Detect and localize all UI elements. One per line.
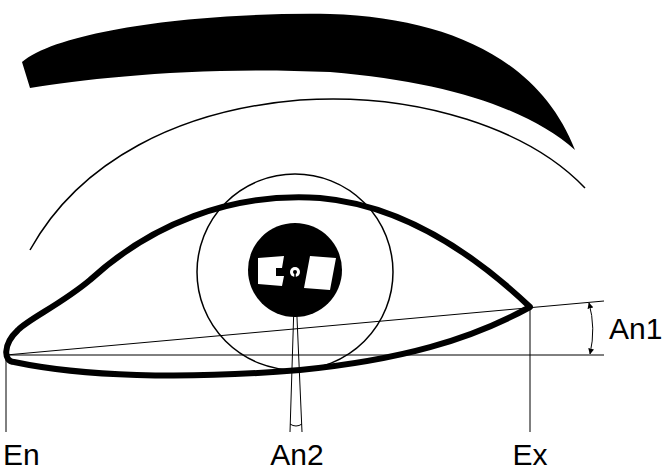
point-label: En [3,438,40,472]
angle-arc [290,424,302,426]
point-label: Ex [512,438,547,472]
pupil [248,223,342,317]
eyebrow [22,14,575,150]
angle-arc [589,303,593,354]
point-label: An1 [609,312,662,346]
exocanthion-line [530,307,531,432]
angle-line [290,272,295,432]
point-label: An2 [270,438,323,472]
eye-outline [6,197,530,375]
pupil-highlight [304,256,336,290]
angle-line [295,272,302,432]
horizontal-line [6,355,604,356]
endocanthion-line [6,355,7,432]
pupil-highlight [258,256,284,286]
